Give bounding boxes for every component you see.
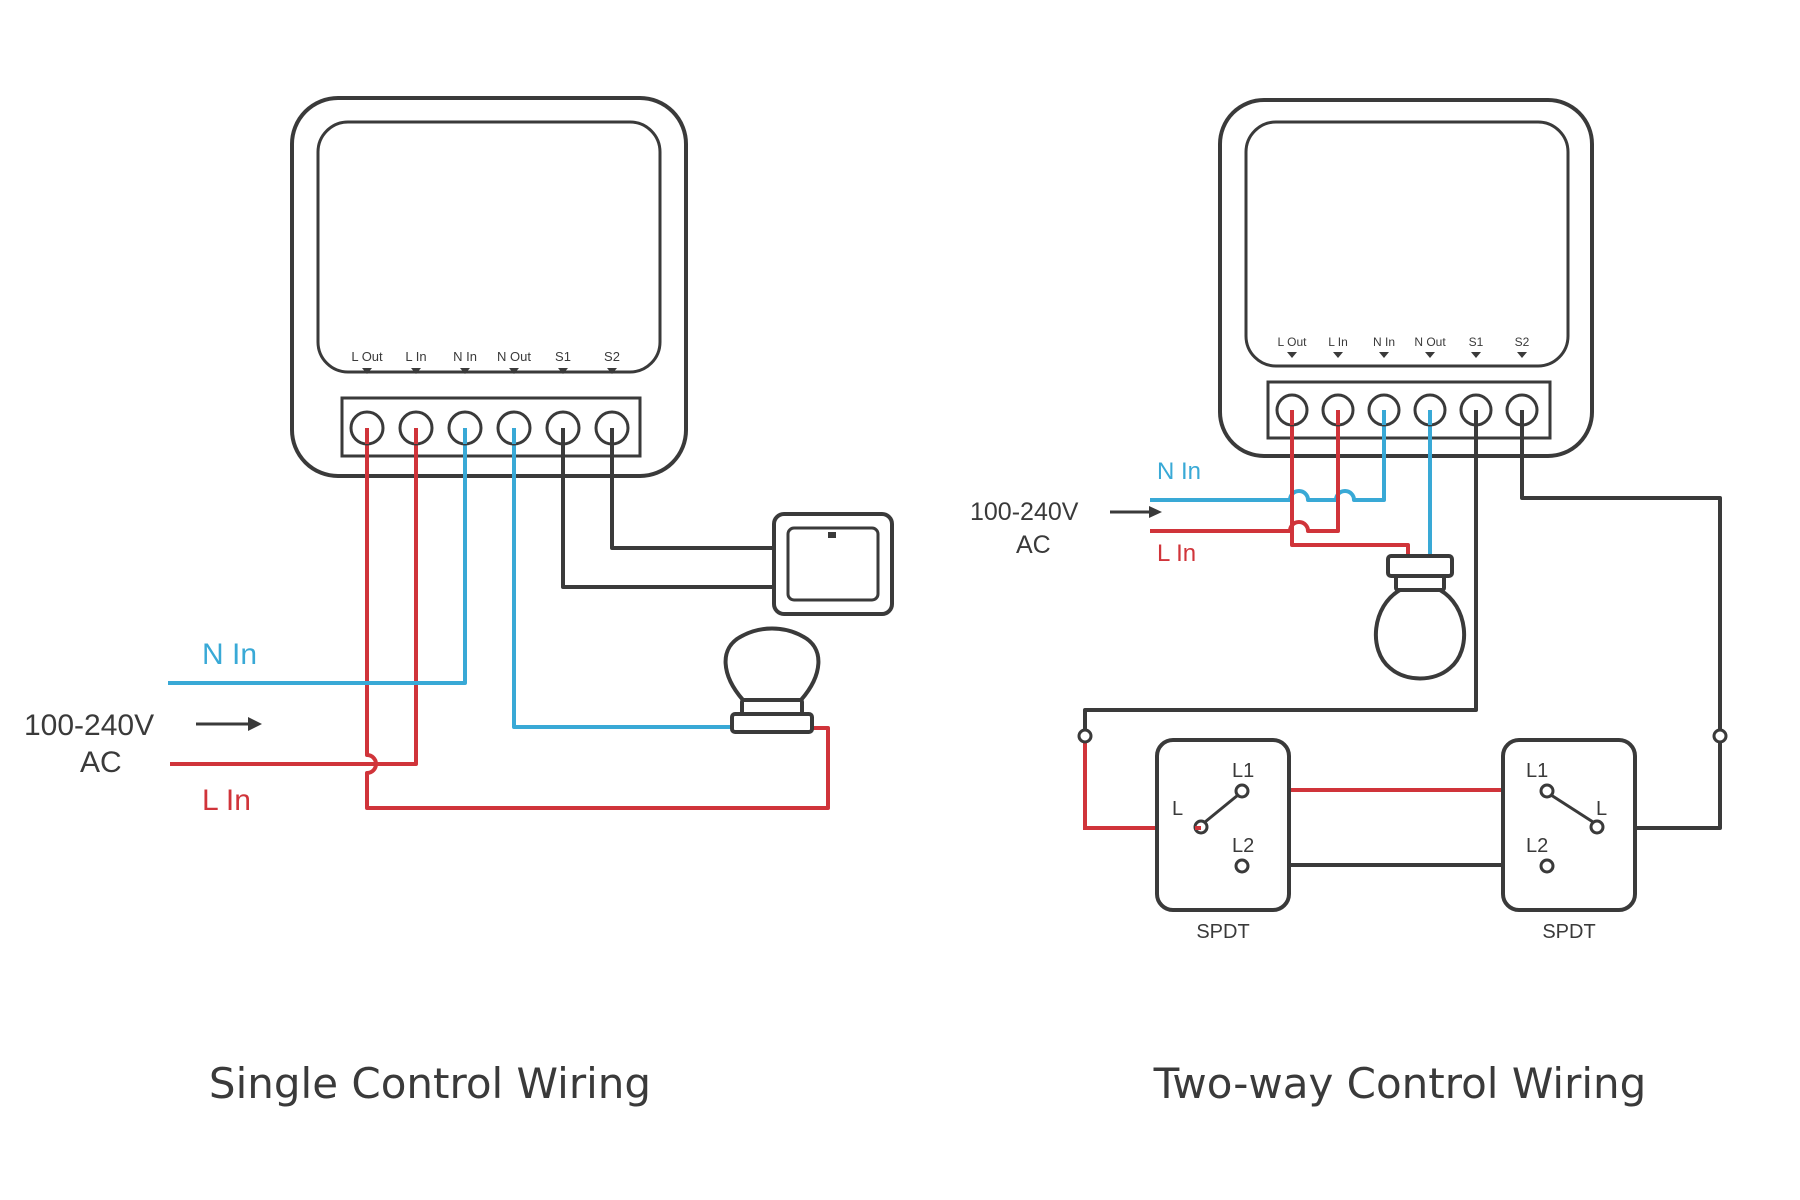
junction-dot-left [1077,728,1093,744]
terminal-block [340,396,642,458]
relay-module-inner [316,120,662,374]
terminal-label-l-out: L Out [351,349,383,364]
light-bulb-icon [723,626,821,734]
relay-module-inner-2 [1244,120,1570,368]
terminal-arrows [362,368,617,374]
wire-l-in [170,430,418,766]
left-switch-l: L [1172,798,1183,820]
terminal-block-2 [1266,380,1552,440]
terminal-label-l-in-2: L In [1328,335,1348,349]
single-control-diagram: L Out L In N In N Out S1 S2 [24,96,894,1108]
arrow-right-icon-2 [1110,506,1162,518]
screw-wire-ends-2 [1290,410,1524,425]
voltage-label: 100-240V [24,709,154,742]
twoway-caption: Two-way Control Wiring [1153,1059,1647,1108]
terminal-label-n-out: N Out [497,349,531,364]
junction-dot-right [1712,728,1728,744]
right-switch-l2: L2 [1526,835,1548,857]
terminal-label-s1: S1 [555,349,571,364]
spdt-switch-right: L1 L2 L SPDT [1501,738,1637,943]
ac-label-2: AC [1016,531,1051,559]
left-switch-name: SPDT [1196,921,1249,943]
terminal-label-n-in-2: N In [1373,335,1395,349]
screw-wire-ends [365,428,614,444]
left-switch-l1: L1 [1232,760,1254,782]
terminal-labels: L Out L In N In N Out S1 S2 [351,349,620,364]
l-in-label-2: L In [1157,540,1196,567]
spdt-switch-left: L1 L2 L SPDT [1155,738,1291,943]
twoway-control-diagram: L Out L In N In N Out S1 S2 [970,98,1728,1108]
terminal-label-n-in: N In [453,349,477,364]
wire-s1 [561,430,774,589]
single-wires [168,430,830,810]
right-switch-l: L [1596,798,1607,820]
right-switch-name: SPDT [1542,921,1595,943]
n-in-label: N In [202,638,257,671]
n-in-label-2: N In [1157,458,1201,485]
wire-n-out [512,430,735,729]
voltage-label-2: 100-240V [970,498,1079,526]
terminal-label-n-out-2: N Out [1414,335,1446,349]
terminal-label-l-in: L In [405,349,426,364]
wire-l-out-2 [1290,412,1410,556]
wire-s2 [610,430,774,550]
wire-n-in [168,430,467,685]
terminal-labels-2: L Out L In N In N Out S1 S2 [1278,335,1530,349]
terminal-arrows-2 [1287,352,1527,358]
terminal-label-l-out-2: L Out [1278,335,1308,349]
single-caption: Single Control Wiring [209,1059,651,1108]
right-switch-l1: L1 [1526,760,1548,782]
light-bulb-icon-2 [1373,554,1467,681]
wire-s2-2 [1520,412,1722,830]
wire-l-out [365,430,830,810]
l-in-label: L In [202,784,251,817]
terminal-label-s1-2: S1 [1469,335,1484,349]
terminal-label-s2-2: S2 [1515,335,1530,349]
arrow-right-icon [196,717,262,731]
wall-switch-icon [772,512,894,616]
terminal-label-s2: S2 [604,349,620,364]
ac-label: AC [80,746,122,779]
left-switch-l2: L2 [1232,835,1254,857]
